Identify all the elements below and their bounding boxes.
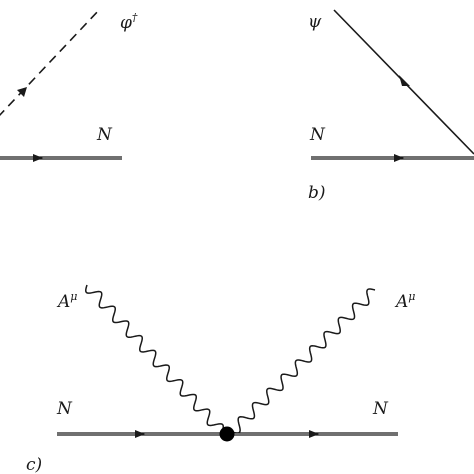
nucleon-label-c-left: N (56, 399, 73, 419)
fermion-arrow-icon (399, 75, 410, 86)
phi-dagger-label: φ† (120, 11, 138, 33)
nucleon-arrow-icon-a (33, 154, 43, 162)
caption-c: c) (26, 455, 42, 474)
photon-line-right (231, 288, 376, 434)
scalar-dashed-line (0, 8, 101, 117)
diagram-b: ψ N b) (308, 9, 474, 203)
nucleon-arrow-icon-c-right (309, 430, 319, 438)
vertex-dot (219, 426, 235, 442)
nucleon-arrow-icon-b (394, 154, 404, 162)
diagram-a: φ† N (0, 8, 138, 162)
psi-label: ψ (308, 12, 322, 32)
nucleon-label-b: N (309, 125, 326, 145)
nucleon-arrow-icon-c-left (135, 430, 145, 438)
diagram-c: Aμ Aμ N N c) (26, 284, 415, 474)
caption-b: b) (308, 183, 326, 203)
photon-line-left (84, 284, 225, 433)
nucleon-label-c-right: N (372, 399, 389, 419)
nucleon-label-a: N (96, 125, 113, 145)
scalar-arrow-icon (17, 87, 27, 97)
photon-label-right: Aμ (394, 290, 415, 312)
photon-label-left: Aμ (56, 290, 77, 312)
